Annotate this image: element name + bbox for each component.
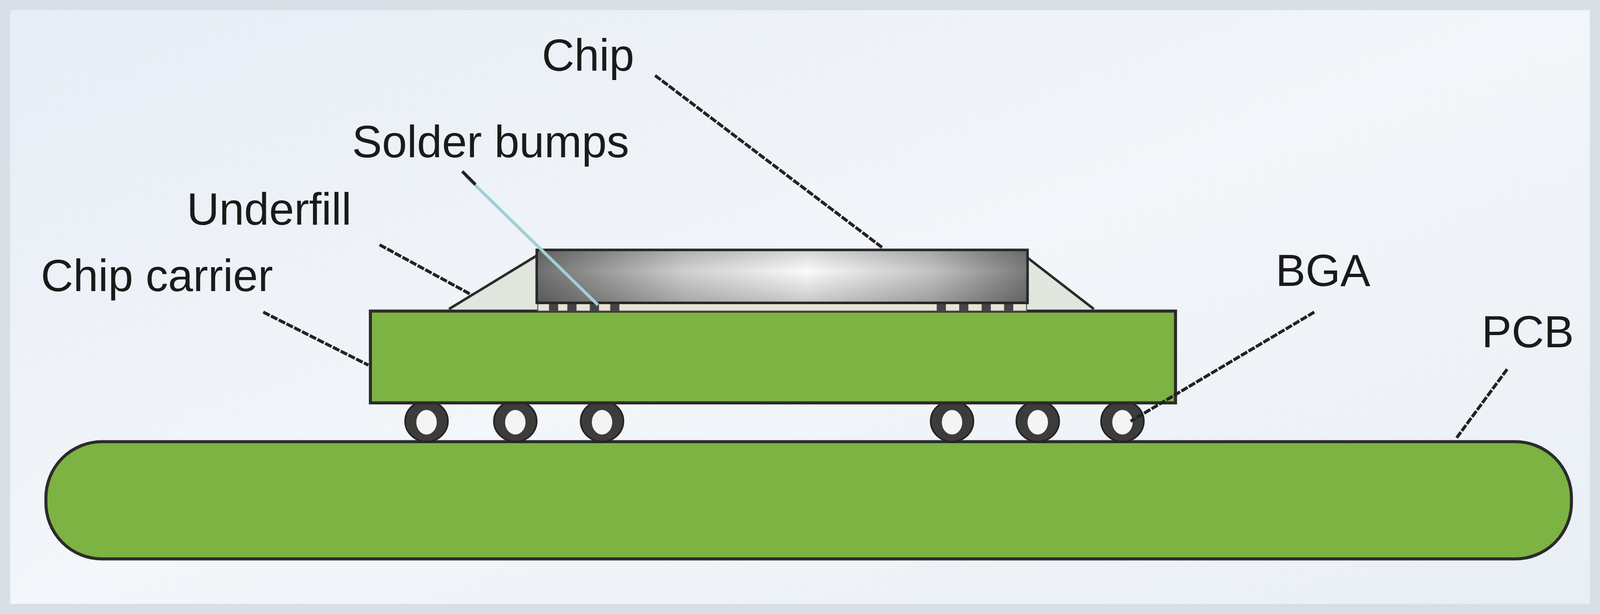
bga-balls	[405, 400, 1144, 442]
underfill-edge	[449, 254, 539, 310]
background	[10, 10, 1590, 604]
part-label: BGA	[1275, 247, 1371, 293]
part-label: Chip carrier	[40, 253, 273, 299]
chip-carrier	[370, 311, 1176, 403]
part-label: Solder bumps	[351, 119, 629, 165]
chip-die	[536, 249, 1028, 303]
part-label: PCB	[1481, 309, 1574, 355]
pcb-board	[45, 441, 1572, 560]
part-label: Chip	[541, 32, 634, 78]
underfill-fillet	[449, 254, 539, 310]
leader-lines	[263, 75, 1508, 439]
leader-line-tip	[462, 171, 476, 185]
chip-shading	[536, 249, 1028, 303]
leader-line	[465, 175, 599, 306]
bga-ball-highlights	[416, 409, 1133, 435]
underfill-edge	[1026, 256, 1094, 309]
part-label: Underfill	[186, 186, 352, 232]
underfill-fillet	[1026, 256, 1094, 309]
